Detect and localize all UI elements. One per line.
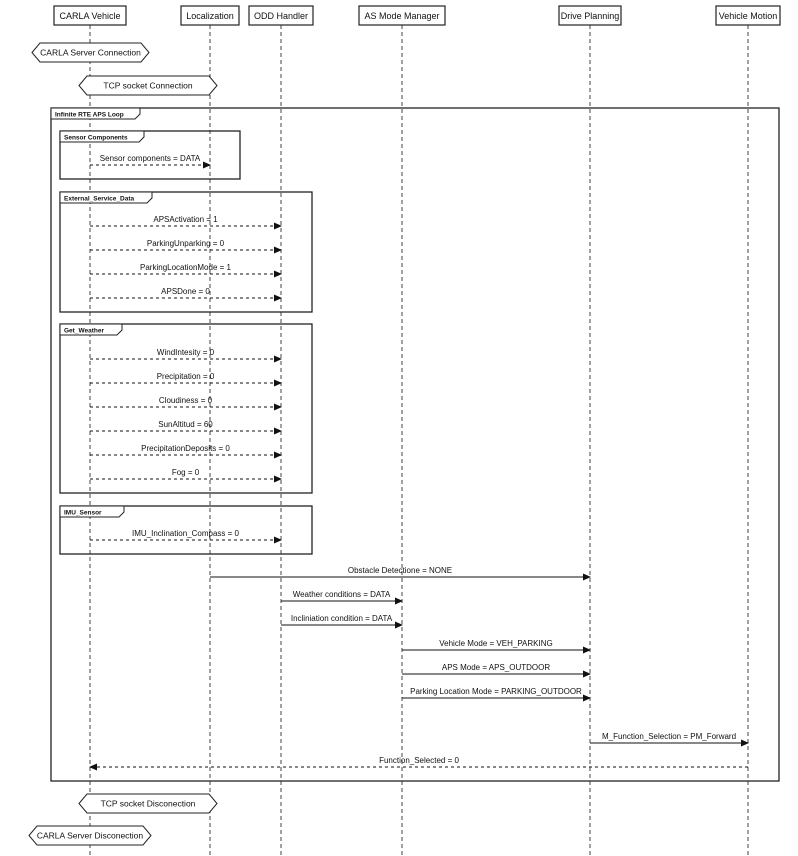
- hex-server-disconnection: CARLA Server Disconection: [28, 825, 152, 846]
- frame-border: [50, 107, 780, 782]
- message-11: IMU_Inclination_Compass = 0: [90, 529, 282, 544]
- message-label: Precipitation = 0: [157, 372, 215, 381]
- frame-tab: [59, 130, 145, 143]
- frame-title: Get_Weather: [64, 328, 104, 335]
- message-label: ParkingUnparking = 0: [147, 239, 225, 248]
- message-label: IMU_Inclination_Compass = 0: [132, 529, 239, 538]
- hexagon-label: CARLA Server Connection: [40, 48, 141, 58]
- participant-asm[interactable]: AS Mode Manager: [358, 5, 446, 26]
- frame-title: External_Service_Data: [64, 196, 134, 203]
- lifelines: [89, 25, 749, 856]
- hex-server-connection: CARLA Server Connection: [31, 42, 150, 63]
- participant-label: AS Mode Manager: [364, 11, 439, 21]
- message-label: Obstacle Detectione = NONE: [348, 566, 452, 575]
- message-label: WindIntesity = 0: [157, 348, 215, 357]
- hex-tcp-connection: TCP socket Connection: [78, 75, 218, 96]
- frame-sensor: Sensor Components: [59, 130, 241, 180]
- frame-border: [59, 505, 313, 555]
- frame-loop: Infinite RTE APS Loop: [50, 107, 780, 782]
- message-label: PrecipitationDeposits = 0: [141, 444, 230, 453]
- participant-box: [248, 5, 314, 26]
- frame-imu: IMU_Sensor: [59, 505, 313, 555]
- message-label: ParkingLocationMode = 1: [140, 263, 232, 272]
- participant-dp[interactable]: Drive Planning: [558, 5, 622, 26]
- message-0: Sensor components = DATA: [90, 154, 211, 169]
- message-16: APS Mode = APS_OUTDOOR: [402, 663, 591, 678]
- hexagon-label: TCP socket Disconection: [101, 799, 196, 809]
- message-label: Incliniation condition = DATA: [291, 614, 393, 623]
- message-5: WindIntesity = 0: [90, 348, 282, 363]
- messages: Sensor components = DATA APSActivation = …: [89, 154, 749, 771]
- participant-headers: CARLA Vehicle Localization ODD Handler AS M…: [53, 5, 781, 26]
- frame-title: Sensor Components: [64, 135, 128, 142]
- message-13: Weather conditions = DATA: [281, 590, 403, 605]
- message-label: Function_Selected = 0: [379, 756, 459, 765]
- participant-label: Localization: [186, 11, 234, 21]
- frame-weather: Get_Weather: [59, 323, 313, 494]
- frame-title: Infinite RTE APS Loop: [55, 112, 124, 119]
- participant-odd[interactable]: ODD Handler: [248, 5, 314, 26]
- message-label: APS Mode = APS_OUTDOOR: [442, 663, 550, 672]
- participant-label: ODD Handler: [254, 11, 308, 21]
- message-2: ParkingUnparking = 0: [90, 239, 282, 254]
- participant-label: CARLA Vehicle: [59, 11, 120, 21]
- message-14: Incliniation condition = DATA: [281, 614, 403, 629]
- participant-box: [53, 5, 127, 26]
- participant-loc[interactable]: Localization: [180, 5, 240, 26]
- participant-label: Drive Planning: [561, 11, 620, 21]
- frame-tab: [59, 323, 123, 336]
- message-18: M_Function_Selection = PM_Forward: [590, 732, 749, 747]
- message-1: APSActivation = 1: [90, 215, 282, 230]
- message-label: APSDone = 0: [161, 287, 210, 296]
- participant-box: [180, 5, 240, 26]
- participant-label: Vehicle Motion: [719, 11, 778, 21]
- message-7: Cloudiness = 0: [90, 396, 282, 411]
- participant-vm[interactable]: Vehicle Motion: [715, 5, 781, 26]
- message-label: Weather conditions = DATA: [293, 590, 391, 599]
- message-label: Cloudiness = 0: [159, 396, 213, 405]
- frame-tab: [59, 505, 125, 518]
- message-10: Fog = 0: [90, 468, 282, 483]
- hexagon-label: TCP socket Connection: [103, 81, 192, 91]
- message-15: Vehicle Mode = VEH_PARKING: [402, 639, 591, 654]
- frame-border: [59, 191, 313, 313]
- frame-title: IMU_Sensor: [64, 510, 102, 517]
- hexagon-shape: [31, 42, 150, 63]
- message-label: APSActivation = 1: [153, 215, 218, 224]
- message-label: Vehicle Mode = VEH_PARKING: [439, 639, 552, 648]
- hexagon-shape: [28, 825, 152, 846]
- message-6: Precipitation = 0: [90, 372, 282, 387]
- message-label: SunAltitud = 60: [158, 420, 213, 429]
- message-label: M_Function_Selection = PM_Forward: [602, 732, 736, 741]
- frame-tab: [59, 191, 153, 204]
- participant-carla[interactable]: CARLA Vehicle: [53, 5, 127, 26]
- message-9: PrecipitationDeposits = 0: [90, 444, 282, 459]
- participant-box: [558, 5, 622, 26]
- hexagon-shape: [78, 793, 218, 814]
- message-label: Sensor components = DATA: [100, 154, 201, 163]
- participant-box: [358, 5, 446, 26]
- frame-border: [59, 323, 313, 494]
- hexagon-shape: [78, 75, 218, 96]
- hexagon-label: CARLA Server Disconection: [37, 831, 144, 841]
- message-12: Obstacle Detectione = NONE: [210, 566, 591, 581]
- hex-tcp-disconnection: TCP socket Disconection: [78, 793, 218, 814]
- message-17: Parking Location Mode = PARKING_OUTDOOR: [402, 687, 591, 702]
- frame-tab: [50, 107, 141, 120]
- message-8: SunAltitud = 60: [90, 420, 282, 435]
- message-4: APSDone = 0: [90, 287, 282, 302]
- message-label: Parking Location Mode = PARKING_OUTDOOR: [410, 687, 582, 696]
- frame-external: External_Service_Data: [59, 191, 313, 313]
- participant-box: [715, 5, 781, 26]
- frame-border: [59, 130, 241, 180]
- message-label: Fog = 0: [172, 468, 200, 477]
- message-19: Function_Selected = 0: [89, 756, 748, 771]
- message-3: ParkingLocationMode = 1: [90, 263, 282, 278]
